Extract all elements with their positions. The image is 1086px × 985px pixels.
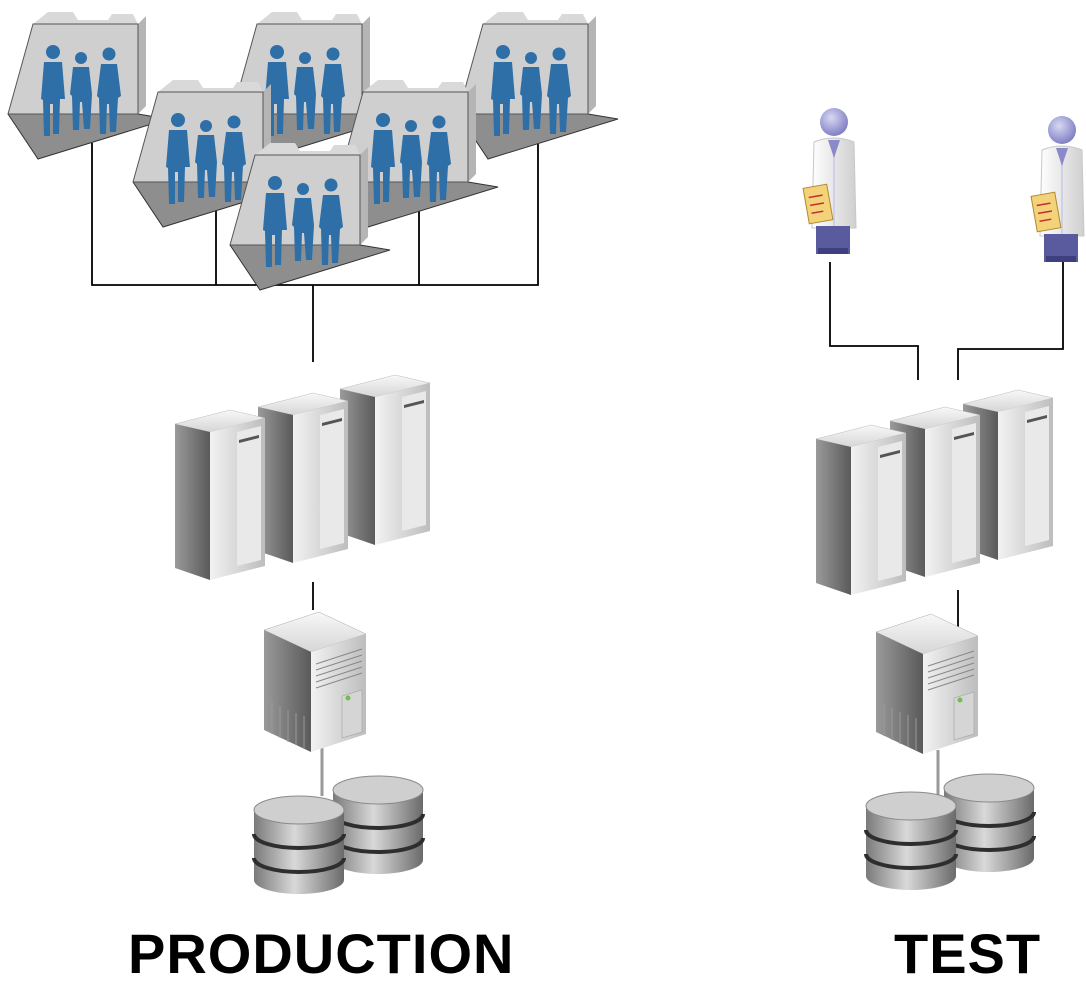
office-users-icon: [7, 11, 169, 160]
production-app-servers: [174, 374, 431, 581]
tower-server-icon: [257, 392, 349, 564]
database-disk-icon: [942, 772, 1036, 874]
test-storage: [864, 772, 1036, 892]
production-label: PRODUCTION: [128, 922, 515, 985]
test-connectors: [829, 262, 1064, 795]
tower-server-icon: [815, 424, 907, 596]
tester-icon: [1030, 115, 1085, 263]
tester-icon: [802, 107, 857, 255]
test-app-servers: [815, 389, 1054, 596]
database-disk-icon: [331, 774, 425, 876]
production-storage: [252, 774, 425, 896]
tower-server-icon: [339, 374, 431, 546]
tower-server-icon: [174, 409, 266, 581]
office-users-icon: [229, 142, 391, 291]
production-user-groups: [7, 11, 619, 291]
database-server-icon: [263, 611, 367, 753]
database-server-icon: [875, 613, 979, 755]
office-users-icon: [457, 11, 619, 160]
database-disk-icon: [252, 794, 346, 896]
test-label: TEST: [894, 922, 1042, 985]
test-users: [802, 107, 1085, 263]
database-disk-icon: [864, 790, 958, 892]
